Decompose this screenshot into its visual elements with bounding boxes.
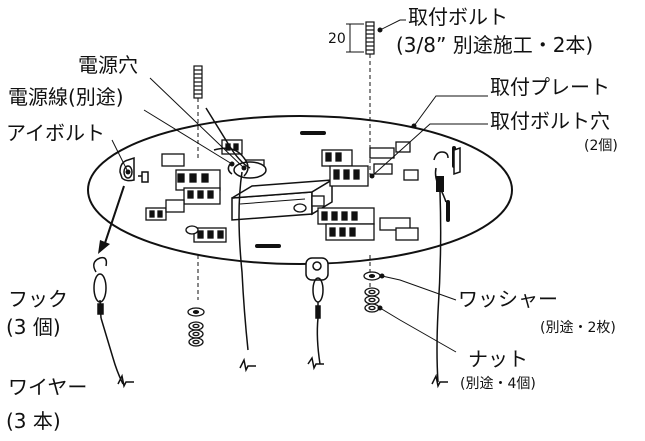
dimension-label: 20 [328, 31, 346, 47]
wire-power-end [239, 357, 256, 373]
eye-bolt-right [433, 146, 461, 203]
nut-note: (別途・4個) [460, 375, 536, 392]
eye-bolt-label: アイボルト [6, 121, 105, 145]
power-hole-label: 電源穴 [78, 53, 138, 77]
mounting-bolt-label: 取付ボルト [408, 5, 508, 29]
mounting-bolt-note: (3/8” 別途施工・2本) [396, 33, 593, 57]
washer-nut-stack-left [187, 307, 205, 347]
wire-label: ワイヤー [8, 375, 87, 399]
threaded-bolt-left [193, 65, 203, 99]
bolt-hole-label: 取付ボルト穴 [490, 109, 610, 133]
leader-dots [125, 27, 417, 311]
washer-label: ワッシャー [458, 287, 558, 311]
wire-count: (3 本) [6, 409, 61, 433]
washer-note: (別途・2枚) [540, 319, 616, 336]
hook-center [305, 257, 329, 371]
washer-nut-stack-right [363, 271, 381, 313]
threaded-bolt-top [365, 21, 375, 55]
bolt-hole-count: (2個) [584, 138, 618, 154]
leader-lines [111, 19, 488, 353]
arrow-eyebolt-to-hook [98, 185, 125, 254]
dimension-marker [346, 23, 364, 53]
hook-label: フック [8, 287, 68, 311]
mounting-plate-label: 取付プレート [490, 75, 610, 99]
hook-count: (3 個) [6, 315, 61, 339]
nut-label: ナット [468, 347, 528, 371]
hook-right [431, 191, 448, 389]
hook-left [93, 256, 134, 389]
power-cable-label: 電源線(別途) [8, 85, 124, 109]
